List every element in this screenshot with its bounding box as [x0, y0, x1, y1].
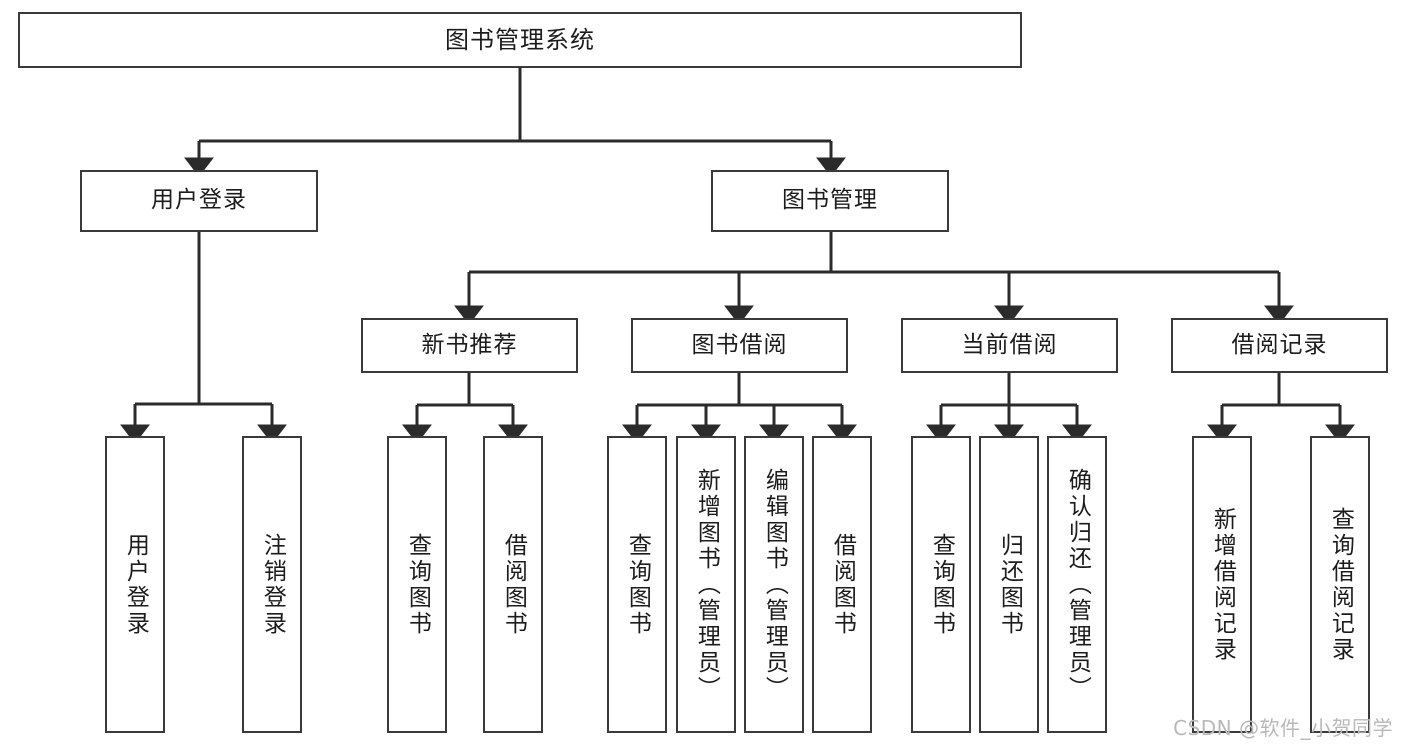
node-label: 用户登录	[151, 187, 247, 214]
node-leaf-edit-book[interactable]: 编辑图书（管理员）	[744, 436, 804, 733]
node-label: 新增借阅记录	[1209, 506, 1236, 663]
node-book-borrow[interactable]: 图书借阅	[631, 318, 848, 373]
node-borrow-record[interactable]: 借阅记录	[1171, 318, 1388, 373]
node-label: 查询借阅记录	[1327, 506, 1354, 663]
node-label: 确认归还（管理员）	[1064, 467, 1091, 702]
node-leaf-query-book-3[interactable]: 查询图书	[911, 436, 971, 733]
node-leaf-add-book[interactable]: 新增图书（管理员）	[676, 436, 736, 733]
node-leaf-query-record[interactable]: 查询借阅记录	[1310, 436, 1370, 733]
node-label: 归还图书	[996, 532, 1023, 637]
node-leaf-add-record[interactable]: 新增借阅记录	[1192, 436, 1252, 733]
node-label: 新增图书（管理员）	[693, 467, 720, 702]
node-label: 注销登录	[259, 532, 286, 637]
node-leaf-return-book[interactable]: 归还图书	[979, 436, 1039, 733]
node-label: 用户登录	[122, 532, 149, 637]
node-label: 借阅记录	[1231, 331, 1328, 358]
node-label: 编辑图书（管理员）	[761, 467, 788, 702]
node-leaf-borrow-book-2[interactable]: 借阅图书	[812, 436, 872, 733]
node-leaf-query-book-1[interactable]: 查询图书	[387, 436, 447, 733]
node-label: 图书借阅	[691, 331, 788, 358]
node-label: 图书管理	[782, 187, 878, 214]
node-label: 借阅图书	[829, 532, 856, 637]
node-label: 借阅图书	[500, 532, 527, 637]
node-label: 查询图书	[624, 532, 651, 637]
node-label: 查询图书	[404, 532, 431, 637]
node-label: 当前借阅	[961, 331, 1058, 358]
node-label: 图书管理系统	[445, 25, 595, 54]
node-book-manage[interactable]: 图书管理	[711, 170, 949, 232]
node-new-book-recommend[interactable]: 新书推荐	[361, 318, 578, 373]
node-leaf-query-book-2[interactable]: 查询图书	[607, 436, 667, 733]
node-leaf-logout-login[interactable]: 注销登录	[242, 436, 302, 733]
node-user-login[interactable]: 用户登录	[80, 170, 318, 232]
node-label: 查询图书	[928, 532, 955, 637]
node-current-borrow[interactable]: 当前借阅	[901, 318, 1118, 373]
watermark-text: CSDN @软件_小贺同学	[1173, 716, 1393, 740]
node-label: 新书推荐	[421, 331, 518, 358]
node-leaf-borrow-book-1[interactable]: 借阅图书	[483, 436, 543, 733]
node-root-system[interactable]: 图书管理系统	[18, 12, 1022, 68]
node-leaf-confirm-return[interactable]: 确认归还（管理员）	[1047, 436, 1107, 733]
node-leaf-user-login[interactable]: 用户登录	[105, 436, 165, 733]
